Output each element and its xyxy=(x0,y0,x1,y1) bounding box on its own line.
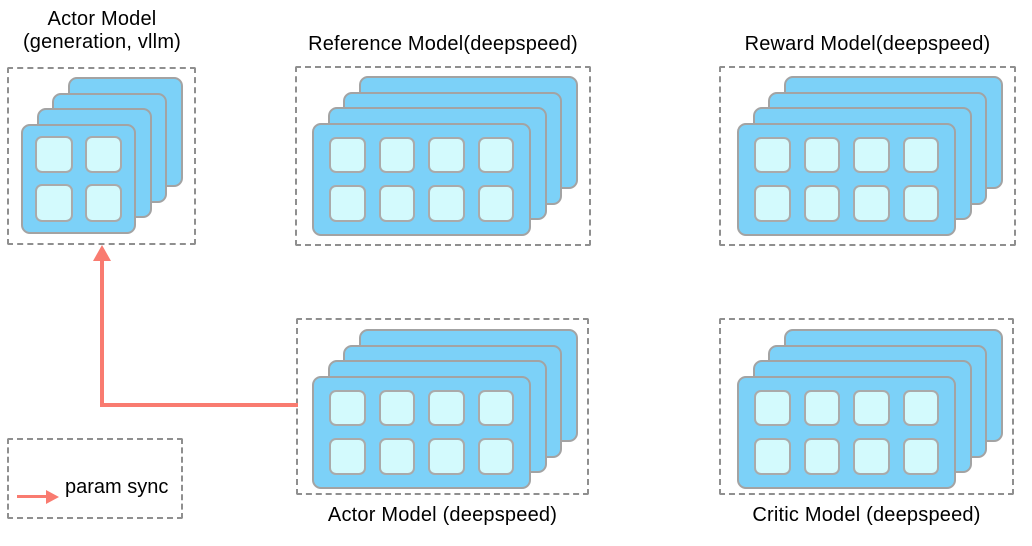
model-label-line2: (generation, vllm) xyxy=(22,31,182,53)
gpu-cell xyxy=(853,136,890,173)
gpu-stack-actor-vllm xyxy=(21,77,183,234)
param-sync-arrow-horizontal-line xyxy=(100,403,298,407)
gpu-cell xyxy=(754,389,791,426)
gpu-cell xyxy=(35,184,73,222)
legend-label: param sync xyxy=(65,476,169,498)
gpu-cell xyxy=(329,185,366,222)
model-label-line1: Actor Model xyxy=(47,8,157,30)
gpu-card xyxy=(737,122,956,236)
gpu-cell xyxy=(902,438,939,475)
gpu-grid xyxy=(23,126,134,232)
param-sync-arrowhead-icon xyxy=(93,245,111,261)
model-label-critic: Critic Model (deepspeed) xyxy=(752,504,981,526)
model-label-actor-vllm: Actor Model (generation, vllm) xyxy=(0,8,206,54)
gpu-cell xyxy=(853,389,890,426)
model-box-actor-deepspeed xyxy=(296,318,589,495)
gpu-cell xyxy=(477,389,514,426)
gpu-card xyxy=(737,375,956,489)
gpu-cell xyxy=(329,438,366,475)
gpu-cell xyxy=(853,185,890,222)
model-box-critic xyxy=(719,318,1014,495)
legend-box: param sync xyxy=(7,438,183,519)
gpu-cell xyxy=(378,136,415,173)
model-label-actor-deepspeed: Actor Model (deepspeed) xyxy=(327,504,558,526)
gpu-cell xyxy=(329,389,366,426)
gpu-cell xyxy=(84,184,122,222)
model-box-actor-vllm xyxy=(7,67,196,245)
gpu-cell xyxy=(803,185,840,222)
gpu-grid xyxy=(314,378,529,487)
gpu-card xyxy=(21,123,136,234)
gpu-grid xyxy=(739,125,954,234)
gpu-cell xyxy=(853,438,890,475)
legend-arrowhead-icon xyxy=(46,490,59,504)
model-label-reference: Reference Model(deepspeed) xyxy=(308,33,578,55)
gpu-card xyxy=(312,122,531,236)
gpu-cell xyxy=(35,135,73,173)
gpu-cell xyxy=(902,185,939,222)
gpu-cell xyxy=(803,438,840,475)
gpu-cell xyxy=(329,136,366,173)
gpu-cell xyxy=(428,136,465,173)
param-sync-arrow-vertical-line xyxy=(100,259,104,407)
gpu-cell xyxy=(428,185,465,222)
gpu-stack-reference xyxy=(312,76,578,236)
gpu-cell xyxy=(477,136,514,173)
gpu-cell xyxy=(754,185,791,222)
gpu-cell xyxy=(803,389,840,426)
gpu-cell xyxy=(754,438,791,475)
gpu-cell xyxy=(902,136,939,173)
gpu-cell xyxy=(803,136,840,173)
gpu-stack-critic xyxy=(737,329,1003,489)
gpu-cell xyxy=(378,438,415,475)
gpu-cell xyxy=(754,136,791,173)
gpu-cell xyxy=(428,438,465,475)
gpu-grid xyxy=(314,125,529,234)
gpu-stack-reward xyxy=(737,76,1003,236)
gpu-card xyxy=(312,375,531,489)
gpu-stack-actor-deepspeed xyxy=(312,329,578,489)
model-label-reward: Reward Model(deepspeed) xyxy=(744,33,991,55)
gpu-cell xyxy=(378,185,415,222)
gpu-grid xyxy=(739,378,954,487)
gpu-cell xyxy=(477,185,514,222)
model-box-reference xyxy=(295,66,591,246)
gpu-cell xyxy=(902,389,939,426)
legend-arrow-line xyxy=(17,495,46,498)
gpu-cell xyxy=(378,389,415,426)
gpu-cell xyxy=(428,389,465,426)
gpu-cell xyxy=(477,438,514,475)
model-box-reward xyxy=(719,66,1016,246)
gpu-cell xyxy=(84,135,122,173)
